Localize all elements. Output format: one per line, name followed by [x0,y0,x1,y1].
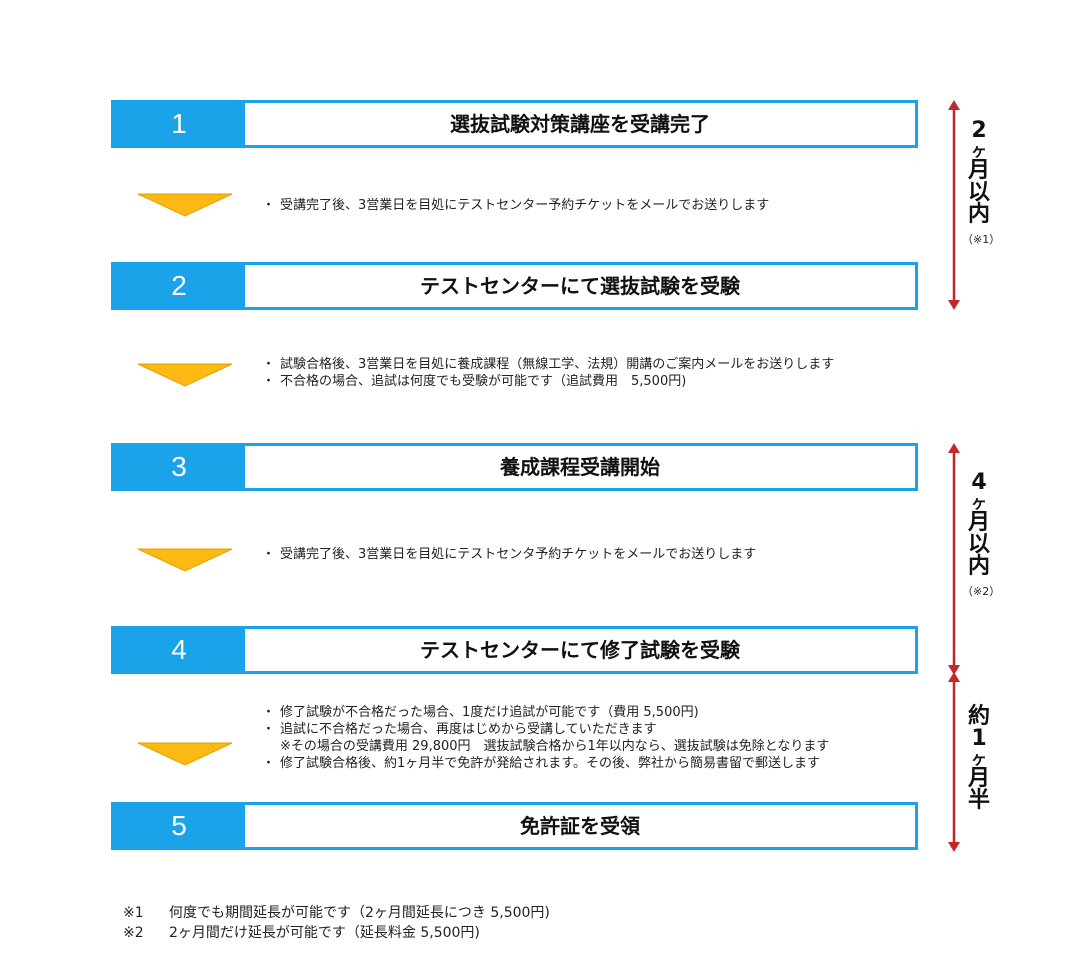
notes-4: ・修了試験が不合格だった場合、1度だけ追試が可能です（費用 5,500円) ・追… [260,704,829,772]
step-number: 5 [171,810,187,841]
note-item: ・修了試験が不合格だった場合、1度だけ追試が可能です（費用 5,500円) [262,705,699,720]
note-item: ・追試に不合格だった場合、再度はじめから受講していただきます [262,722,657,737]
step-title: 選抜試験対策講座を受講完了 [245,103,915,145]
note-item: ・試験合格後、3営業日を目処に養成課程（無線工学、法規）開講のご案内メールをお送… [262,357,835,372]
note-item: ・修了試験合格後、約1ヶ月半で免許が発給されます。その後、弊社から簡易書留で郵送… [262,756,820,771]
duration-bracket-3 [946,672,962,852]
step-title: 養成課程受講開始 [245,446,915,488]
duration-bracket-1 [946,100,962,310]
note-item: ・不合格の場合、追試は何度でも受験が可能です（追試費用 5,500円) [262,374,687,389]
step-title: テストセンターにて選抜試験を受験 [245,265,915,307]
duration-label-3: 約 1 ヶ 月 半 [967,704,990,813]
step-1: 1 選抜試験対策講座を受講完了 [111,100,918,148]
note-item: ・受講完了後、3営業日を目処にテストセンタ予約チケットをメールでお送りします [262,547,757,562]
step-title: 免許証を受領 [245,805,915,847]
down-arrow-icon [137,548,233,572]
step-title: テストセンターにて修了試験を受験 [245,629,915,671]
step-number: 3 [171,451,187,482]
footnote-ref: （※2） [962,585,1001,598]
footnote-ref: （※1） [962,233,1001,246]
step-number: 4 [171,634,187,665]
notes-3: ・受講完了後、3営業日を目処にテストセンタ予約チケットをメールでお送りします [260,546,756,563]
duration-label-2: 4 ヶ 月 以 内 （※2） [962,470,1001,598]
step-number: 2 [171,270,187,301]
step-4: 4 テストセンターにて修了試験を受験 [111,626,918,674]
note-item: ・受講完了後、3営業日を目処にテストセンター予約チケットをメールでお送りします [262,198,770,213]
note-item: ※その場合の受講費用 29,800円 選抜試験合格から1年以内なら、選抜試験は免… [280,739,830,754]
duration-label-1: 2 ヶ 月 以 内 （※1） [962,118,1001,246]
step-3: 3 養成課程受講開始 [111,443,918,491]
step-5: 5 免許証を受領 [111,802,918,850]
down-arrow-icon [137,742,233,766]
notes-1: ・受講完了後、3営業日を目処にテストセンター予約チケットをメールでお送りします [260,197,769,214]
step-2: 2 テストセンターにて選抜試験を受験 [111,262,918,310]
notes-2: ・試験合格後、3営業日を目処に養成課程（無線工学、法規）開講のご案内メールをお送… [260,356,834,390]
down-arrow-icon [137,363,233,387]
step-number: 1 [171,108,187,139]
duration-bracket-2 [946,443,962,675]
down-arrow-icon [137,193,233,217]
